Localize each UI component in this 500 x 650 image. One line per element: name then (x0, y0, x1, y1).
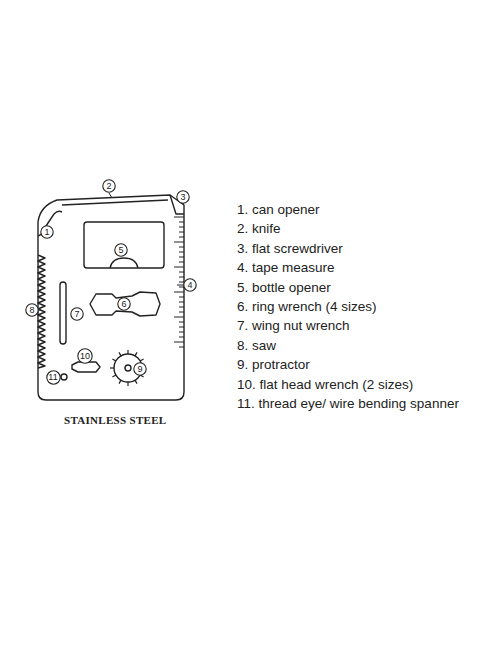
ruler-tick (179, 347, 184, 348)
callout-ring-line (78, 349, 92, 363)
ruler-ticks (174, 217, 184, 347)
protractor-ticks (110, 350, 146, 386)
callout-number: 6 (117, 297, 131, 311)
part-list-item: 7. wing nut wrench (237, 318, 350, 334)
protractor-tick (119, 352, 121, 355)
wing-nut-slot (60, 282, 66, 344)
ruler-tick (179, 322, 184, 323)
ruler-tick (179, 262, 184, 263)
saw-teeth (38, 255, 45, 368)
callout-ring-line (46, 370, 59, 383)
callout-ring-line (26, 304, 38, 316)
protractor-tick (135, 352, 137, 355)
leader-line (177, 285, 183, 286)
callout-ring-line (71, 308, 83, 320)
ruler-tick (179, 227, 184, 228)
protractor-tick (110, 367, 114, 368)
protractor-tick (127, 382, 128, 386)
leader-line (109, 193, 112, 198)
callout-ring-line (184, 279, 196, 291)
protractor-tick (112, 375, 115, 377)
card-outline (38, 195, 184, 400)
callout-number: 2 (102, 179, 116, 193)
thread-eye (61, 374, 67, 380)
callout-number: 8 (25, 303, 39, 317)
protractor-tick (127, 350, 128, 354)
ruler-tick (179, 332, 184, 333)
protractor-tick (140, 359, 143, 361)
ruler-tick (179, 282, 184, 283)
ruler-tick (174, 342, 184, 343)
callout-ring-line (177, 191, 189, 203)
ruler-tick (179, 237, 184, 238)
callout-ring-line (134, 363, 146, 375)
callout-number: 3 (176, 190, 190, 204)
part-list-item: 1. can opener (237, 202, 320, 218)
ruler-tick (179, 287, 184, 288)
bottle-opener (84, 222, 164, 268)
callout-circle: 7 (70, 307, 84, 321)
callout-number: 7 (70, 307, 84, 321)
callout-circle: 5 (114, 243, 128, 257)
callout-number: 1 (40, 225, 54, 239)
leader-lines (39, 193, 184, 310)
callout-circle: 1 (40, 225, 54, 239)
callout-circle: 3 (176, 190, 190, 204)
part-list-item: 2. knife (237, 221, 281, 237)
callout-circle: 4 (183, 278, 197, 292)
callout-number: 10 (77, 348, 93, 364)
part-list-item: 11. thread eye/ wire bending spanner (237, 396, 459, 412)
part-list-item: 4. tape measure (237, 260, 335, 276)
leader-line (39, 310, 41, 311)
callout-circle: 11 (46, 370, 61, 385)
part-list-item: 9. protractor (237, 357, 310, 373)
protractor-tick (112, 359, 115, 361)
material-stamp: STAINLESS STEEL (64, 414, 166, 427)
part-list-item: 3. flat screwdriver (237, 241, 343, 257)
ruler-tick (179, 247, 184, 248)
callout-ring-line (115, 244, 127, 256)
callout-circle: 6 (117, 297, 131, 311)
callout-number: 11 (46, 370, 61, 385)
protractor-tick (135, 380, 137, 383)
bottle-opener-lip (110, 258, 138, 268)
part-list-item: 6. ring wrench (4 sizes) (237, 299, 377, 315)
ruler-tick (179, 327, 184, 328)
callout-number: 9 (133, 362, 147, 376)
ruler-tick (174, 267, 184, 268)
ruler-tick (179, 307, 184, 308)
callout-ring-line (118, 298, 130, 310)
callout-circle: 2 (102, 179, 116, 193)
protractor-hub (125, 365, 131, 371)
saw-tooth-line (38, 255, 45, 368)
part-list-item: 5. bottle opener (237, 280, 331, 296)
part-list-item: 8. saw (237, 338, 276, 354)
callout-ring-line (41, 226, 53, 238)
callout-ring-line (103, 180, 115, 192)
knife-edge (62, 200, 168, 205)
ruler-tick (174, 317, 184, 318)
ruler-tick (179, 257, 184, 258)
ruler-tick (179, 252, 184, 253)
ruler-tick (174, 242, 184, 243)
ruler-tick (179, 297, 184, 298)
protractor-tick (119, 380, 121, 383)
callout-circle: 10 (77, 348, 93, 364)
callout-number: 4 (183, 278, 197, 292)
ruler-tick (174, 217, 184, 218)
ruler-tick (179, 232, 184, 233)
ring-wrench (90, 292, 160, 316)
callout-circle: 9 (133, 362, 147, 376)
ruler-tick (179, 302, 184, 303)
ruler-tick (179, 222, 184, 223)
part-list-item: 10. flat head wrench (2 sizes) (237, 377, 413, 393)
ruler-tick (174, 292, 184, 293)
ruler-tick (179, 337, 184, 338)
ruler-tick (179, 277, 184, 278)
ruler-tick (179, 312, 184, 313)
callout-circle: 8 (25, 303, 39, 317)
ruler-tick (179, 272, 184, 273)
callout-number: 5 (114, 243, 128, 257)
